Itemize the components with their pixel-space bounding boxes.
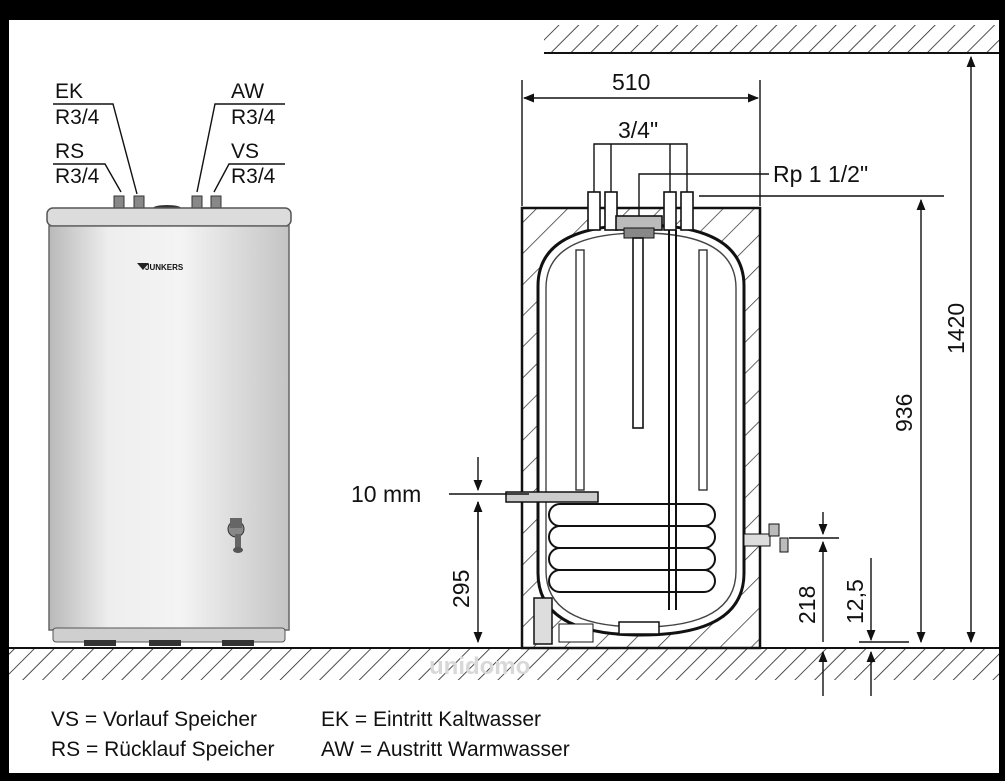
technical-drawing: JUNKERS EK R3/4 RS R3/4 AW R3/4 VS R3/4 — [9, 25, 999, 696]
label-aw: AW — [231, 80, 264, 103]
label-ek: EK — [55, 80, 83, 103]
drain-valve — [227, 518, 245, 553]
dim-total-height: 1420 — [943, 303, 969, 354]
legend-ek: EK = Eintritt Kaltwasser — [321, 708, 541, 731]
dim-top-height: 936 — [891, 394, 917, 432]
watermark: unidomo — [429, 653, 530, 680]
floor — [9, 647, 999, 680]
tank-exterior — [46, 195, 292, 646]
legend-rs: RS = Rücklauf Speicher — [51, 738, 275, 761]
dimension-lines — [449, 55, 976, 696]
drawing-sheet: JUNKERS EK R3/4 RS R3/4 AW R3/4 VS R3/4 — [9, 20, 999, 773]
label-rs-size: R3/4 — [55, 165, 100, 188]
dim-drain-height: 218 — [794, 586, 820, 624]
label-ek-size: R3/4 — [55, 106, 100, 129]
dim-width: 510 — [612, 69, 650, 95]
brand-logo-mark — [137, 263, 149, 270]
label-vs: VS — [231, 140, 259, 163]
dimension-labels: 510 3/4" Rp 1 1/2" 10 mm 1420 936 295 21… — [351, 69, 969, 624]
tank-section — [505, 191, 789, 650]
label-aw-size: R3/4 — [231, 106, 276, 129]
ceiling — [544, 25, 999, 54]
legend-aw: AW = Austritt Warmwasser — [321, 738, 570, 761]
label-rs: RS — [55, 140, 84, 163]
connection-labels: EK R3/4 RS R3/4 AW R3/4 VS R3/4 — [53, 80, 285, 195]
dim-foot-height: 12,5 — [842, 579, 868, 624]
label-vs-size: R3/4 — [231, 165, 276, 188]
dim-lower-height: 295 — [448, 570, 474, 608]
dim-top-pipe: 3/4" — [618, 117, 658, 143]
brand-logo: JUNKERS — [145, 263, 184, 272]
legend-vs: VS = Vorlauf Speicher — [51, 708, 258, 731]
dim-rod-gap: 10 mm — [351, 481, 421, 507]
dim-rp: Rp 1 1/2" — [773, 161, 868, 187]
